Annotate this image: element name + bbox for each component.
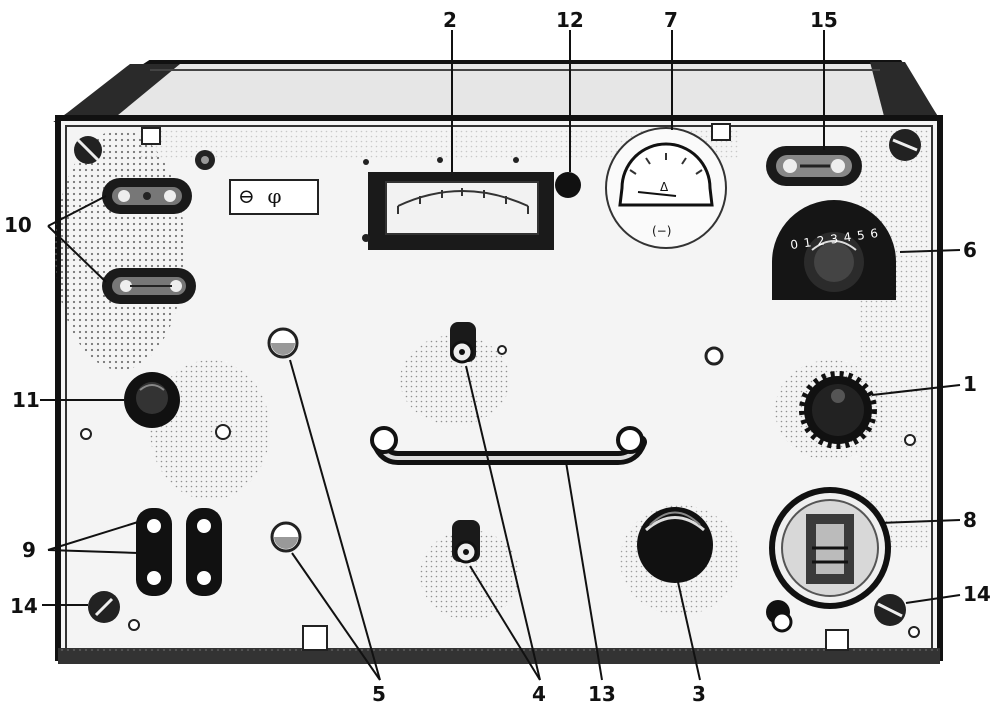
callout-15: 15 (810, 8, 838, 32)
toggle-lower-right[interactable] (766, 600, 793, 633)
case-base (58, 648, 940, 664)
plate-symbols: ⊖ φ (238, 184, 282, 208)
indicator-5-upper (267, 327, 299, 359)
screw-14-left (88, 591, 140, 631)
callout-12: 12 (556, 8, 584, 32)
callout-4: 4 (532, 682, 546, 706)
case-top-left-corner (58, 64, 180, 120)
terminal-block-10-upper[interactable] (102, 178, 192, 214)
bottom-tab-left (302, 625, 328, 651)
callout-14-right: 14 (963, 582, 991, 606)
callout-14-left: 14 (10, 594, 38, 618)
socket-9-left[interactable] (136, 508, 172, 596)
round-meter-7 (605, 127, 727, 249)
knob-3[interactable] (637, 507, 713, 583)
callout-10: 10 (4, 213, 32, 237)
panel-meter-2 (362, 157, 554, 250)
callout-13: 13 (588, 682, 616, 706)
round-window-8 (769, 487, 891, 609)
screw-14-right (874, 594, 920, 638)
callout-5: 5 (372, 682, 386, 706)
meter-lower-symbol: (−) (652, 224, 672, 238)
indicator-lamp-12 (555, 172, 581, 198)
terminal-block-10-lower[interactable] (102, 268, 196, 304)
marking-plate (229, 179, 319, 215)
terminal-block-15[interactable] (766, 146, 862, 186)
callout-1: 1 (963, 372, 977, 396)
connector-4-upper[interactable] (450, 322, 507, 364)
indicator-5-lower (270, 521, 302, 553)
callout-3: 3 (692, 682, 706, 706)
callout-9: 9 (22, 538, 36, 562)
meter-symbol: Δ (660, 180, 669, 194)
connector-4-lower[interactable] (452, 520, 480, 564)
screw-top-left (74, 136, 102, 164)
callout-2: 2 (443, 8, 457, 32)
callout-6: 6 (963, 238, 977, 262)
callout-8: 8 (963, 508, 977, 532)
case-top-right-corner (870, 62, 940, 120)
screw-top-right (889, 129, 921, 161)
switch-dial-6[interactable] (772, 200, 896, 300)
serrated-knob-1[interactable] (799, 371, 877, 449)
socket-9-right[interactable] (186, 508, 222, 596)
leader-lines (40, 30, 961, 681)
bottom-tab-right (825, 629, 849, 651)
callout-7: 7 (664, 8, 678, 32)
carry-handle-13[interactable] (370, 426, 647, 465)
callout-11: 11 (12, 388, 40, 412)
knob-11[interactable] (124, 372, 180, 428)
